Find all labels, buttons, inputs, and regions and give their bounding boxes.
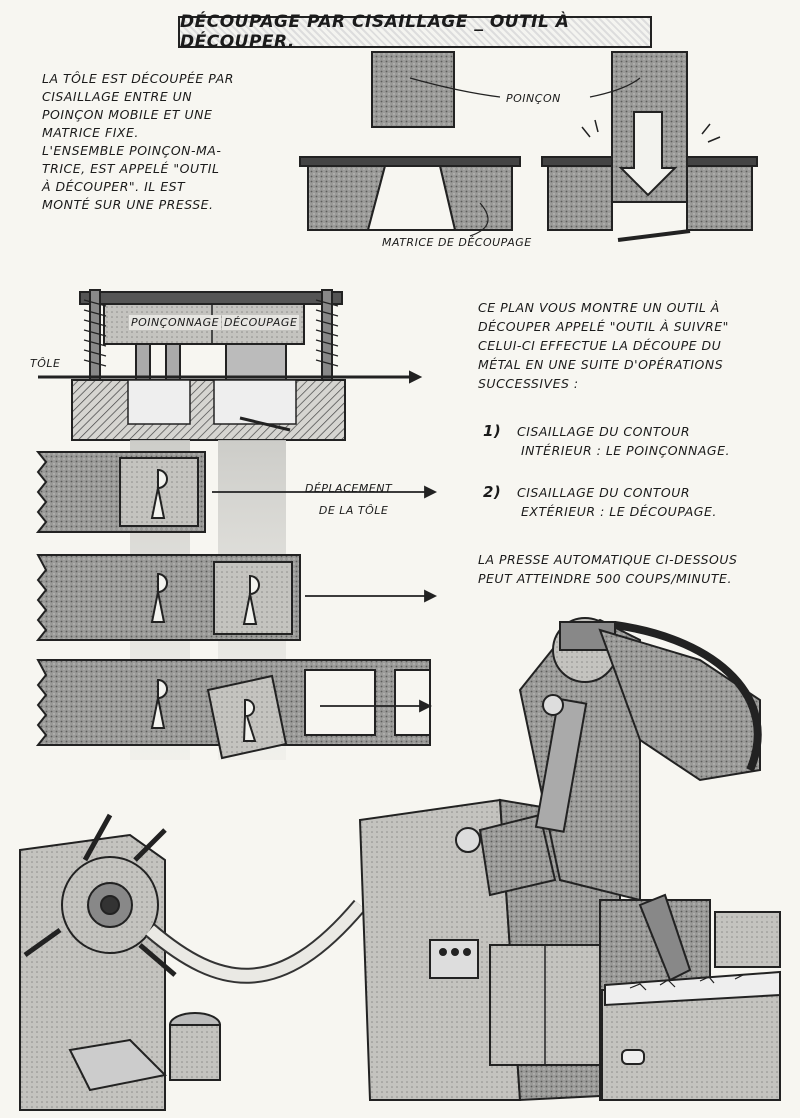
step-2-text-a: Cisaillage du contour xyxy=(517,485,691,500)
intro-line: trice, est appelé "outil xyxy=(42,161,220,176)
press-line: La presse automatique ci-dessous xyxy=(478,552,738,567)
feed-arrows xyxy=(212,485,438,713)
top-plate xyxy=(79,291,343,305)
poincon-leaders xyxy=(409,77,641,98)
die-right-b xyxy=(686,165,753,231)
punch-at-rest xyxy=(371,51,455,128)
explanation-line: Ce plan vous montre un outil à xyxy=(478,300,720,315)
keyhole-icon xyxy=(242,574,260,625)
die-block xyxy=(71,379,346,441)
explanation-line: métal en une suite d'opérations xyxy=(478,357,724,372)
down-arrow-icon xyxy=(618,111,678,197)
parts-bin xyxy=(601,989,781,1101)
explanation-text: Ce plan vous montre un outil à découper … xyxy=(478,298,788,393)
page-title: Découpage par cisaillage _ outil à décou… xyxy=(178,12,652,52)
step-2-number: 2) xyxy=(483,483,502,501)
impact-marks xyxy=(581,119,721,143)
press-text: La presse automatique ci-dessous peut at… xyxy=(478,550,788,588)
motor-housing xyxy=(598,628,761,782)
label-matrice: Matrice de découpage xyxy=(382,236,532,249)
sheet-left xyxy=(299,156,521,167)
keyhole-icon xyxy=(242,698,257,742)
control-panel xyxy=(429,939,479,979)
die-left-opening xyxy=(366,165,457,231)
strip-progression xyxy=(35,451,431,760)
press-line: peut atteindre 500 coups/minute. xyxy=(478,571,732,586)
step-1-number: 1) xyxy=(483,422,502,440)
intro-line: La tôle est découpée par xyxy=(42,71,234,86)
intro-line: L'ensemble poinçon-ma- xyxy=(42,143,222,158)
matrice-leader xyxy=(469,202,489,237)
label-poinconnage: Poinçonnage xyxy=(129,315,222,330)
explanation-line: découper appelé "outil à suivre" xyxy=(478,319,729,334)
intro-line: matrice fixe. xyxy=(42,125,139,140)
explanation-line: celui-ci effectue la découpe du xyxy=(478,338,722,353)
intro-text: La tôle est découpée par cisaillage entr… xyxy=(42,70,272,214)
progressive-tool xyxy=(38,289,423,441)
intro-line: à découper". Il est xyxy=(42,179,186,194)
label-poincon: Poinçon xyxy=(506,92,561,105)
die-right-a xyxy=(547,165,613,231)
keyhole-icon xyxy=(150,468,168,519)
step-1-text-a: Cisaillage du contour xyxy=(517,424,691,439)
automatic-press xyxy=(19,617,781,1111)
label-decoupage: Découpage xyxy=(222,315,300,330)
sheet-right-b xyxy=(686,156,758,167)
keyhole-icon xyxy=(150,572,168,623)
intro-line: monté sur une presse. xyxy=(42,197,214,212)
shear-diagram xyxy=(299,51,758,242)
step-1: 1) Cisaillage du contour intérieur : le … xyxy=(483,422,783,460)
sheet-right-a xyxy=(541,156,613,167)
step-2: 2) Cisaillage du contour extérieur : le … xyxy=(483,483,783,521)
cut-blank xyxy=(617,229,691,242)
keyhole-icon xyxy=(150,678,168,729)
step-1-text-b: intérieur : le poinçonnage. xyxy=(521,443,730,458)
label-tole: Tôle xyxy=(30,357,61,370)
intro-line: poinçon mobile et une xyxy=(42,107,213,122)
intro-line: cisaillage entre un xyxy=(42,89,193,104)
explanation-line: successives : xyxy=(478,376,579,391)
step-2-text-b: extérieur : le découpage. xyxy=(521,504,717,519)
label-deplacement: Déplacement de la tôle xyxy=(305,482,393,517)
drive-belt xyxy=(614,621,762,772)
connecting-rod xyxy=(534,697,588,833)
